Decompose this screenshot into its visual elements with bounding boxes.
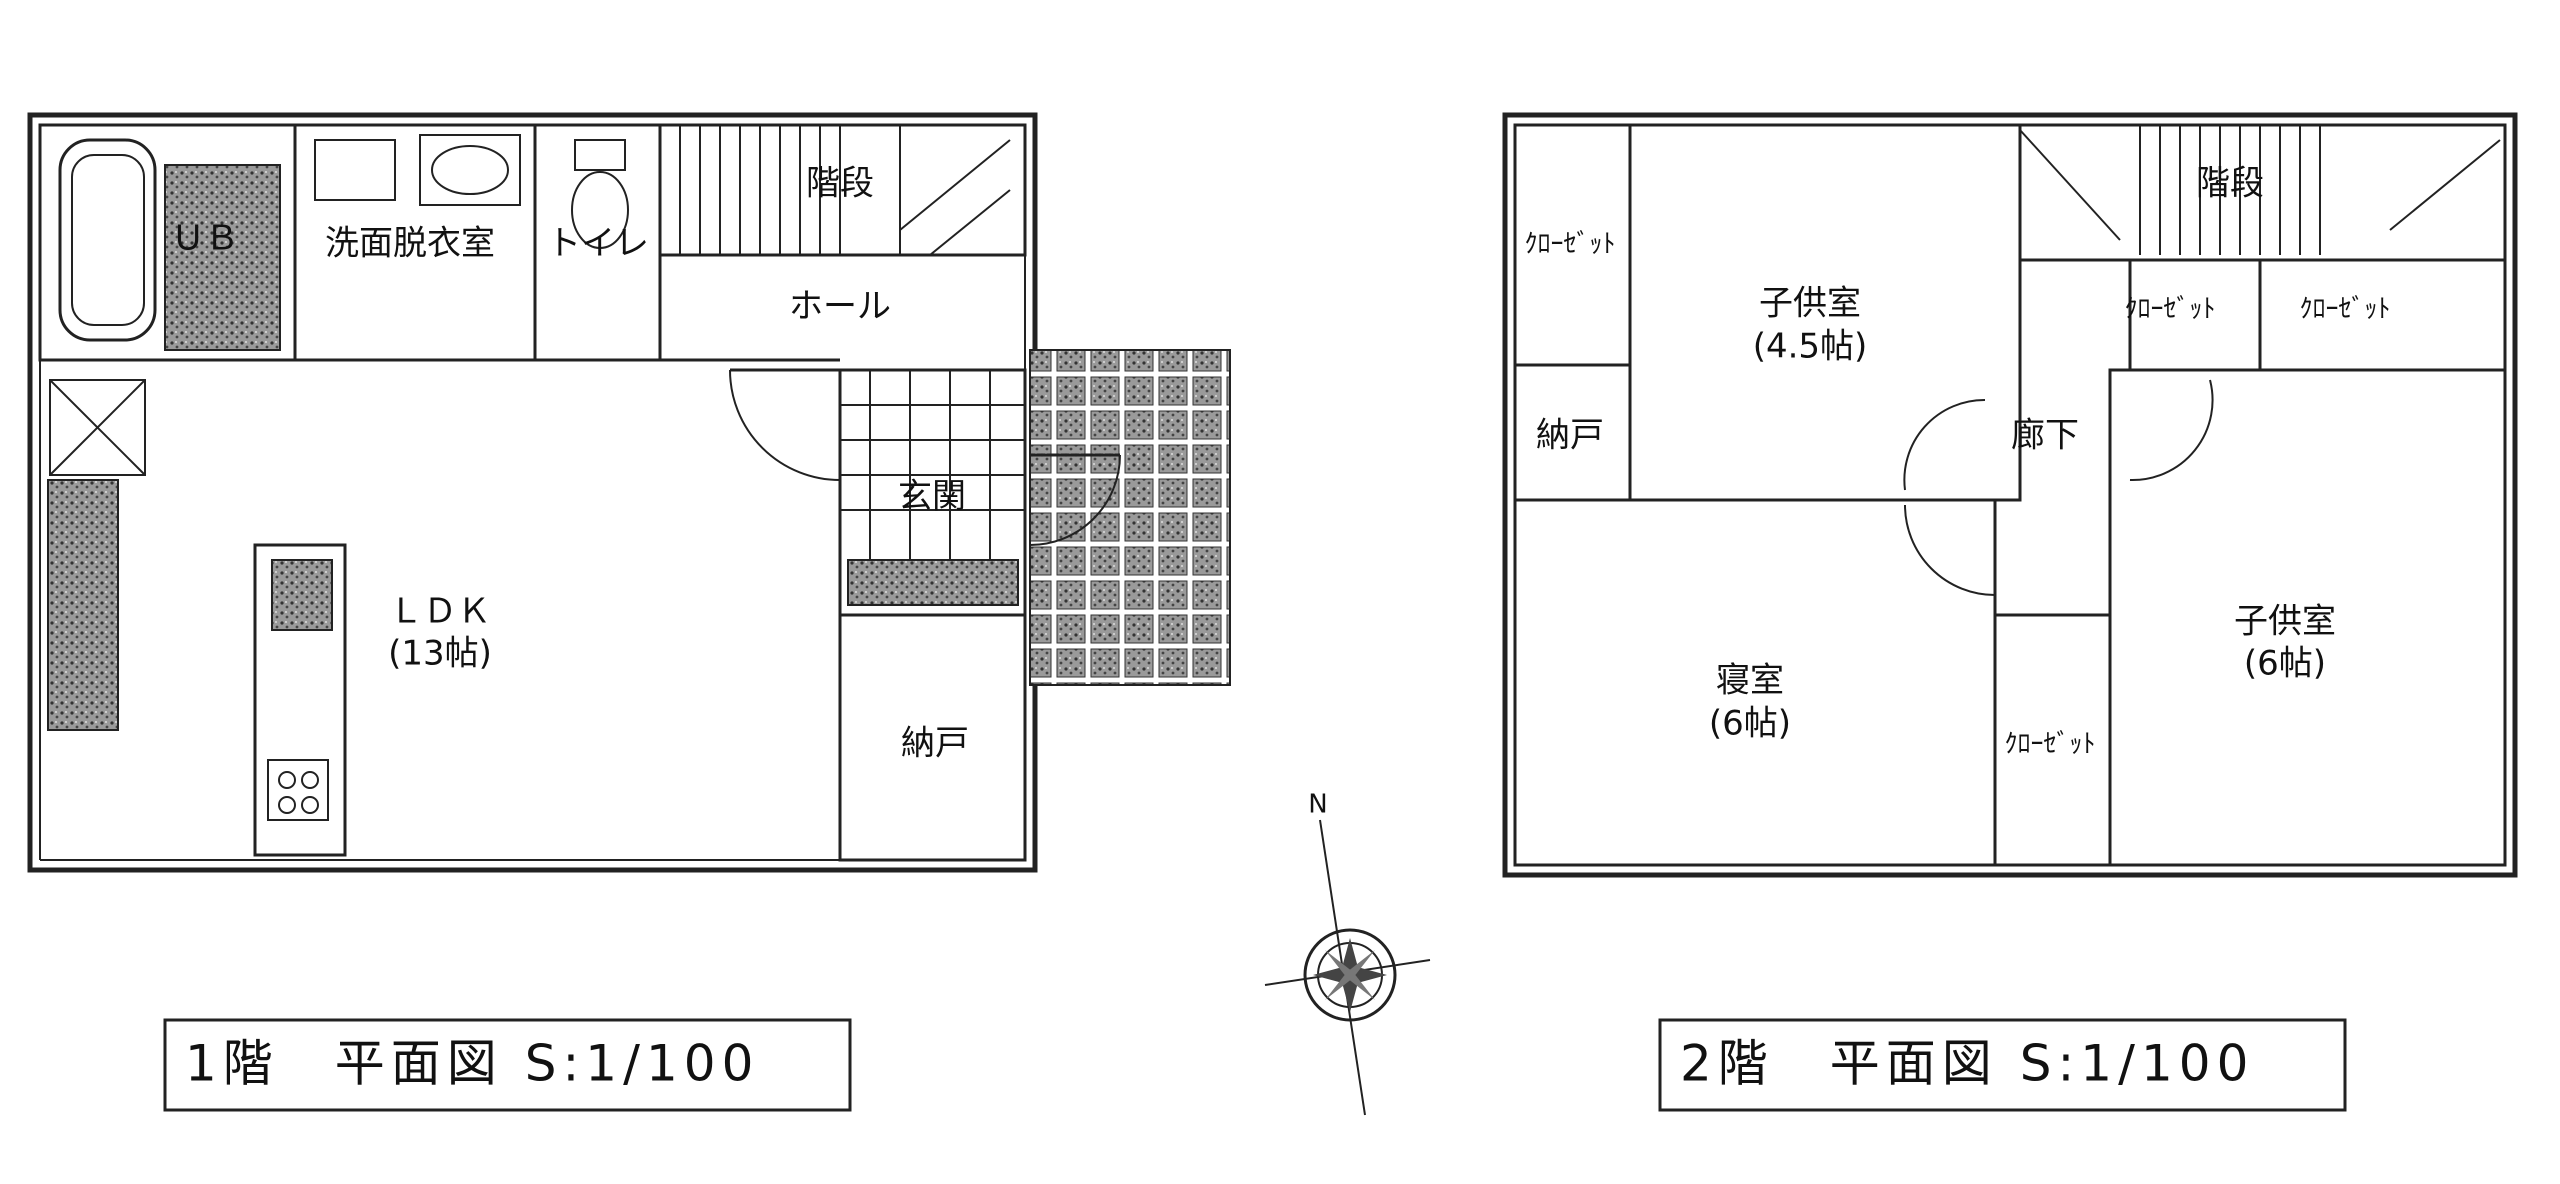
hall-door-swing [729, 369, 841, 481]
compass-north-label: N [1308, 790, 1327, 820]
ldk-label: ＬＤＫ [389, 592, 491, 632]
ub-floor [164, 164, 281, 351]
storage-2f-label: 納戸 [1536, 416, 1604, 456]
stairs-1f-label: 階段 [806, 164, 874, 204]
entrance-label: 玄関 [898, 477, 966, 517]
compass-rose [1264, 819, 1431, 1116]
storage-1f-label: 納戸 [901, 724, 969, 764]
ldk-size-label: (13帖) [388, 634, 492, 674]
toilet-label: トイレ [547, 224, 649, 264]
child-room-b-size: (6帖) [2244, 644, 2326, 684]
floor-1-title: 1階 平面図 S:1/100 [185, 1035, 759, 1093]
child-room-b-label: 子供室 [2234, 602, 2336, 642]
floor-2-outer-wall [1502, 112, 2518, 878]
storage-1f [838, 613, 1027, 862]
floor-1-title-box [163, 1018, 852, 1112]
floor-2-title: 2階 平面図 S:1/100 [1680, 1035, 2254, 1093]
entry-porch [1029, 349, 1231, 686]
corridor-door-left [1903, 398, 1986, 491]
child-room-a-size: (4.5帖) [1753, 327, 1868, 367]
closet-right-label: ｸﾛｰｾﾞｯﾄ [2299, 295, 2390, 325]
child-room-a-label: 子供室 [1759, 284, 1861, 324]
closet-bedroom-label: ｸﾛｰｾﾞｯﾄ [2004, 730, 2095, 760]
bedroom-label: 寝室 [1716, 661, 1784, 701]
floor-2-title-box [1658, 1018, 2347, 1112]
stairs-2f-label: 階段 [2196, 164, 2264, 204]
bedroom-size: (6帖) [1709, 704, 1791, 744]
entrance-step [847, 559, 1019, 606]
corridor-door-right [2129, 379, 2214, 482]
ldk-cabinet [47, 479, 119, 731]
child-room-b [2108, 368, 2507, 867]
bathtub [58, 138, 157, 342]
corridor-label: 廊下 [2011, 416, 2079, 456]
washroom-label: 洗面脱衣室 [325, 224, 495, 264]
closet-mid-label: ｸﾛｰｾﾞｯﾄ [2124, 295, 2215, 325]
ub-label: ＵＢ [171, 219, 239, 259]
floor-1-plan [27, 112, 1231, 873]
floor-2-plan [1502, 112, 2518, 878]
hall-label: ホール [789, 287, 891, 327]
kitchen-counter [253, 543, 347, 857]
closet-left-label: ｸﾛｰｾﾞｯﾄ [1524, 230, 1615, 260]
